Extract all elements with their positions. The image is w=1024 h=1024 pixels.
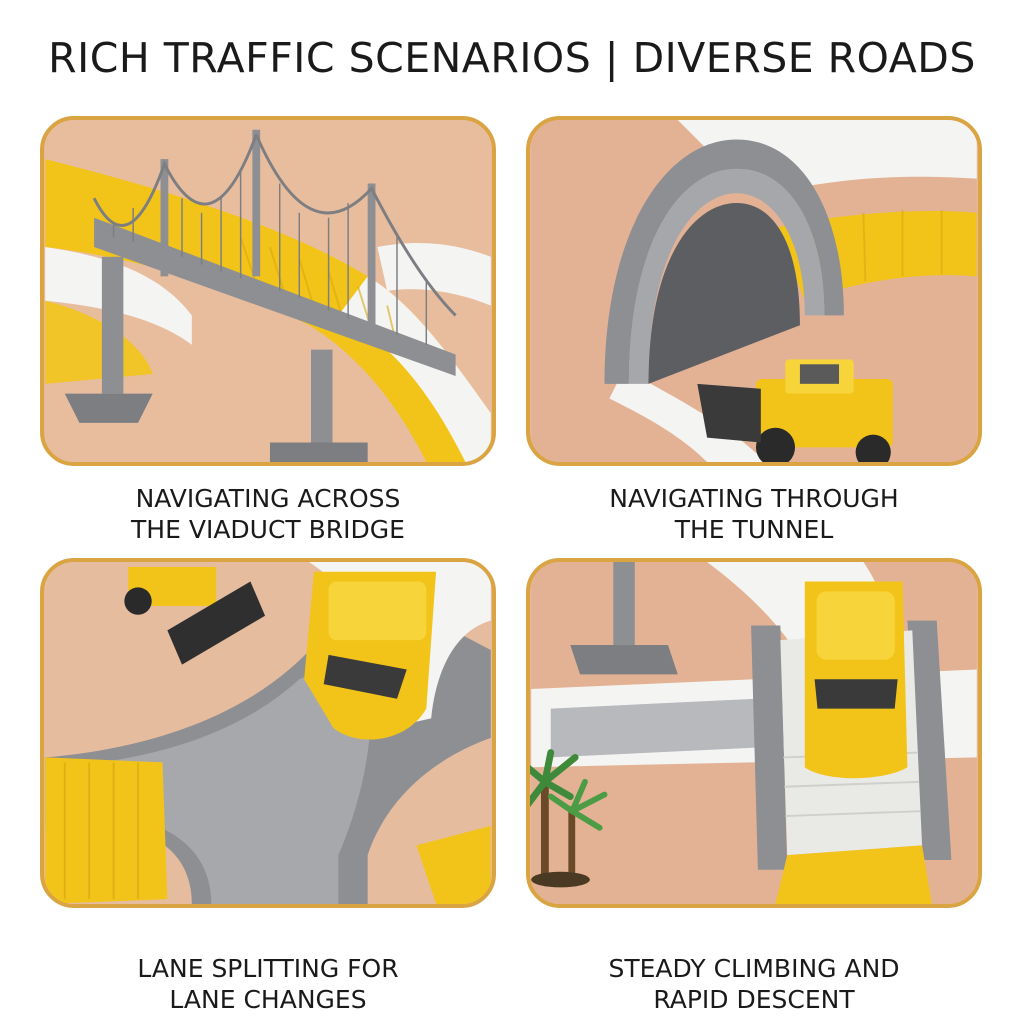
caption-viaduct-bridge: NAVIGATING ACROSS THE VIADUCT BRIDGE	[40, 483, 496, 545]
caption-line: NAVIGATING ACROSS	[135, 484, 401, 513]
caption-line: THE TUNNEL	[674, 515, 834, 544]
caption-line: NAVIGATING THROUGH	[609, 484, 899, 513]
caption-line: LANE SPLITTING FOR	[137, 954, 399, 983]
ramp-climb-image	[526, 558, 982, 908]
caption-tunnel: NAVIGATING THROUGH THE TUNNEL	[526, 483, 982, 545]
caption-line: STEADY CLIMBING AND	[608, 954, 900, 983]
caption-line: RAPID DESCENT	[653, 985, 855, 1014]
caption-lane-split: LANE SPLITTING FOR LANE CHANGES	[40, 953, 496, 1015]
lane-split-image	[40, 558, 496, 908]
caption-line: THE VIADUCT BRIDGE	[131, 515, 405, 544]
caption-ramp-climb: STEADY CLIMBING AND RAPID DESCENT	[526, 953, 982, 1015]
tunnel-image	[526, 116, 982, 466]
page-title: RICH TRAFFIC SCENARIOS | DIVERSE ROADS	[48, 34, 976, 82]
viaduct-bridge-image	[40, 116, 496, 466]
caption-line: LANE CHANGES	[169, 985, 367, 1014]
